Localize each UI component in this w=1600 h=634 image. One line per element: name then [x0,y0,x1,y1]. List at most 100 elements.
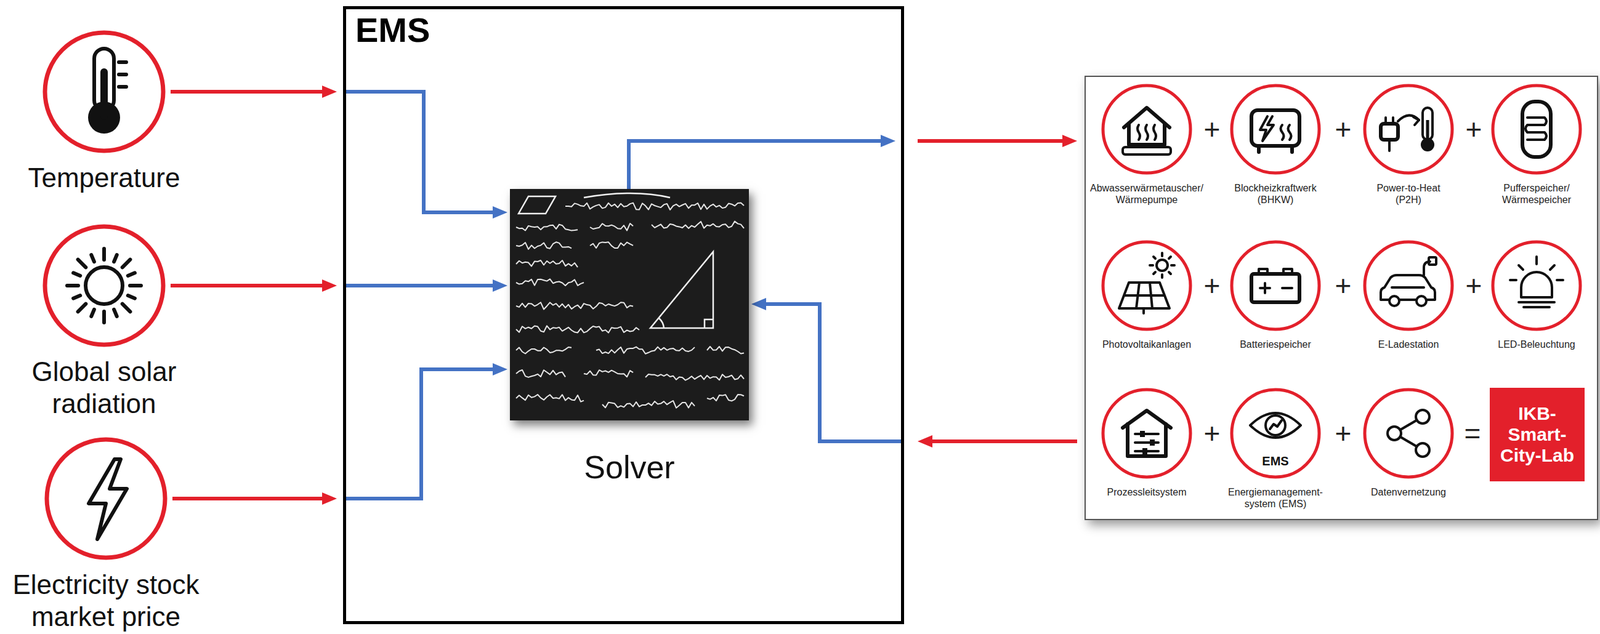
input-icon [44,437,168,561]
chalkboard-picture [509,189,749,421]
graphic-part [1280,125,1292,140]
graphic-part [1518,302,1555,308]
graphic-part [1385,117,1394,151]
operator-sign: + [1335,419,1352,448]
component-label: Energiemanagement- system (EMS) [1220,486,1331,510]
graphic-part [1260,283,1293,294]
component-icon: Abwasserwärmetauscher/ Wärmepumpe [1100,83,1193,176]
component-symbol [1100,239,1193,332]
component-label: Power-to-Heat (P2H) [1365,182,1452,206]
red-arrow [170,283,323,288]
graphic-part [1364,389,1453,478]
connector [172,369,493,499]
graphic-part [1119,282,1170,309]
graphic-part [100,72,108,117]
component-icon: EMSEnergiemanagement- system (EMS) [1229,387,1322,480]
graphic-part [516,203,744,409]
input-circle: Electricity stock market price [44,437,168,561]
graphic-part [1415,443,1430,457]
red-arrow [932,439,1078,444]
graphic-part [46,439,166,558]
component-symbol [1362,387,1455,480]
input-icon [42,30,166,154]
component-label: Abwasserwärmetauscher/ Wärmepumpe [1081,182,1213,206]
red-arrow [172,496,323,501]
blue-line [344,369,493,499]
graphic-part [1122,410,1171,429]
graphic-part [1258,145,1293,153]
graphic-part [67,248,142,323]
component-label: Photovoltaikanlagen [1085,338,1209,351]
operator-sign: + [1335,115,1352,144]
graphic-part [44,32,164,151]
component-symbol [1229,83,1322,176]
graphic-part [44,226,164,345]
graphic-part [1122,147,1171,155]
graphic-part [1380,275,1435,300]
blue-line [344,283,493,288]
graphic-part [1492,242,1581,330]
component-icon: Datenvernetzung [1362,387,1455,480]
operator-sign: + [1204,115,1221,144]
graphic-part [509,189,749,421]
input-icon [42,224,166,348]
graphic-part [85,267,123,305]
graphic-part [118,62,127,87]
graphic-part [1258,269,1293,275]
component-label: Blockheizkraftwerk (BHKW) [1220,182,1331,206]
solver-label: Solver [518,448,741,486]
graphic-part [1525,117,1547,140]
graphic-part [1142,308,1145,314]
input-label: Global solar radiation [0,355,209,421]
component-icon: Prozessleitsystem [1100,387,1193,480]
red-arrow [917,139,1063,143]
component-symbol [1100,83,1193,176]
operator-sign: + [1204,419,1221,448]
component-icon: LED-Beleuchtung [1490,239,1583,332]
result-box: IKB- Smart- City-Lab [1489,387,1585,482]
graphic-part [1128,123,1165,145]
solver-board: Solver [509,189,749,421]
component-label: Datenvernetzung [1346,486,1471,499]
graphic-part [1364,242,1453,330]
graphic-part [1265,415,1286,436]
component-icon: Power-to-Heat (P2H) [1362,83,1455,176]
graphic-part [1137,125,1156,140]
graphic-part [1389,296,1400,307]
connector [170,91,493,213]
graphic-part [1127,424,1166,457]
graphic-part [1250,413,1301,438]
component-symbol [1362,239,1455,332]
component-label: E-Ladestation [1346,338,1471,351]
graphic-part [1149,253,1175,278]
graphic-part [1492,85,1581,174]
component-label: Batteriespeicher [1213,338,1338,351]
blue-line [344,91,493,213]
red-arrow [170,89,323,94]
graphic-part [88,459,127,540]
graphic-part [1260,116,1274,142]
graphic-part [1156,259,1168,271]
operator-sign: = [1464,419,1482,448]
graphic-part [1269,420,1282,430]
graphic-part [1231,242,1320,330]
graphic-part [1380,123,1398,140]
operator-sign: + [1465,115,1483,144]
connector [766,304,1078,442]
graphic-part [1522,101,1551,158]
input-label: Electricity stock market price [1,569,211,634]
graphic-part [1413,117,1419,126]
connector [170,285,493,287]
graphic-part [1415,410,1430,424]
blue-line [628,141,881,190]
graphic-part [1521,272,1552,298]
graphic-part [1251,110,1300,146]
operator-sign: + [1204,271,1221,300]
result-label: IKB- Smart- City-Lab [1494,403,1580,467]
operator-sign: + [1465,271,1483,300]
component-label: LED-Beleuchtung [1474,338,1599,351]
graphic-part [1428,257,1437,265]
graphic-part [1103,389,1191,478]
graphic-part [1142,448,1148,455]
component-icon: Blockheizkraftwerk (BHKW) [1229,83,1322,176]
